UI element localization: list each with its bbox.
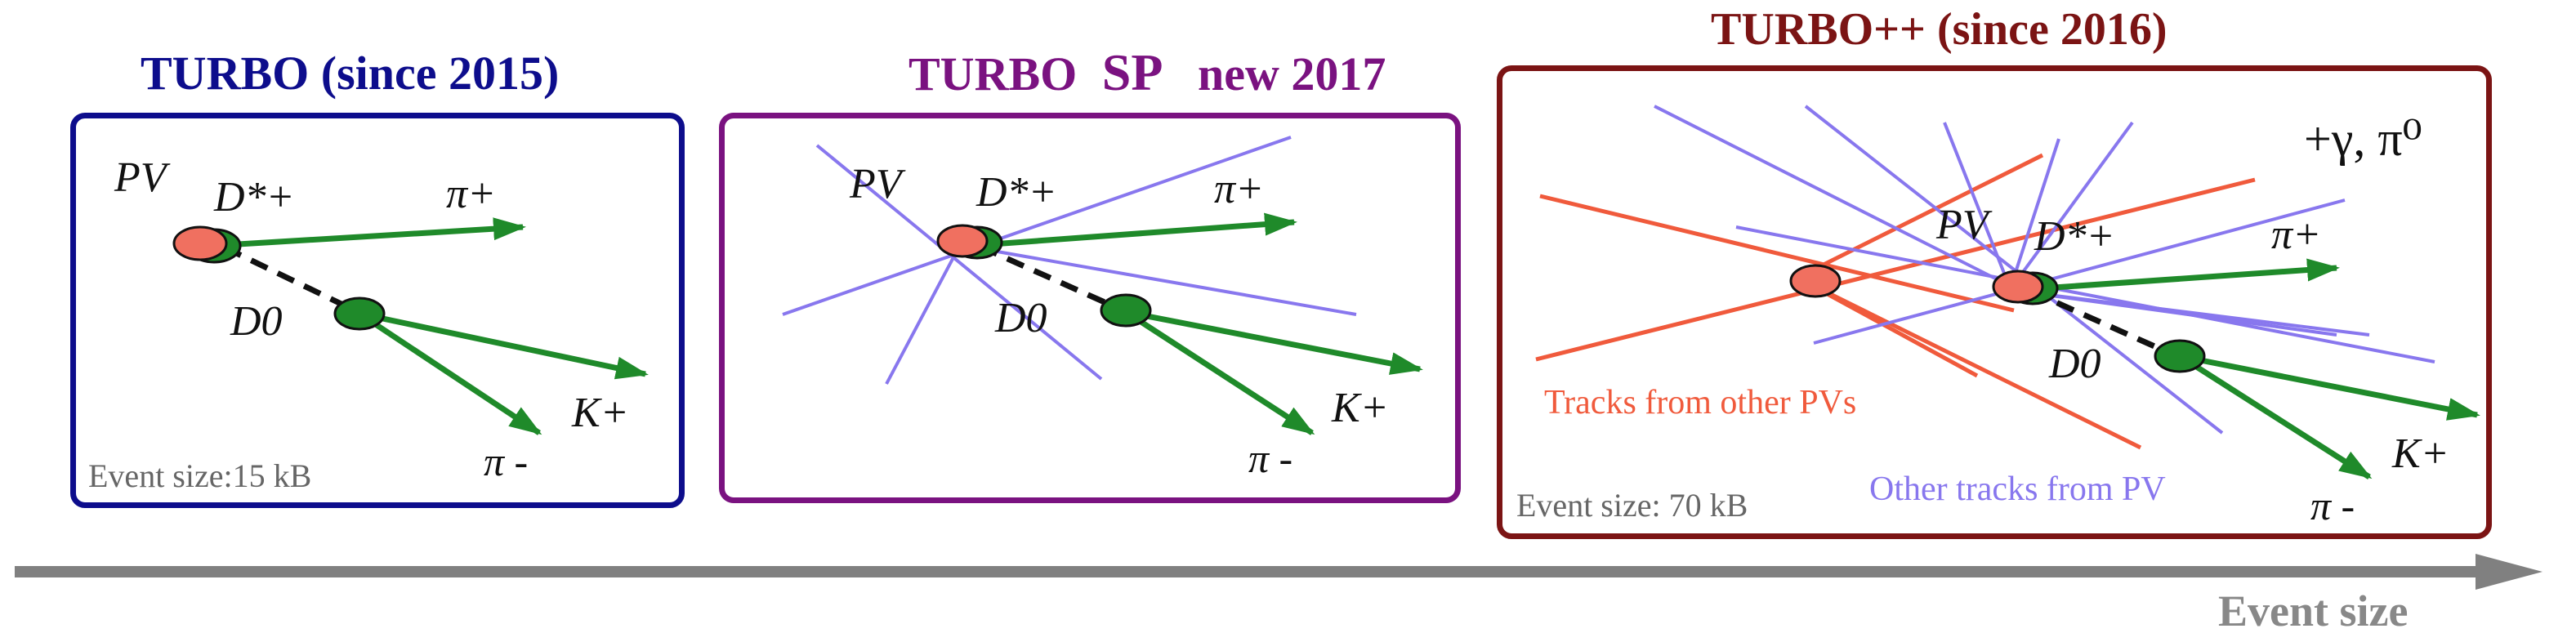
- turbo-pp-panel: [1497, 65, 2492, 539]
- pv-label: PV: [1935, 202, 1993, 248]
- piminus-label: π -: [1248, 435, 1292, 481]
- turbo-sp-title-b: SP: [1101, 43, 1163, 101]
- piminus-track: [1124, 310, 1315, 435]
- other-pv-track: [1539, 194, 2015, 313]
- piplus-label: π+: [1214, 166, 1264, 212]
- extra-particles-label: +γ, π⁰: [2304, 112, 2422, 166]
- pv-track: [1735, 225, 2435, 363]
- pv-track: [959, 243, 1357, 316]
- pv-label: PV: [114, 154, 171, 201]
- event-size-arrowhead: [2476, 554, 2543, 590]
- turbo-sp-panel: [719, 113, 1461, 503]
- pv-track: [1654, 105, 2019, 292]
- pv-track: [1804, 105, 2224, 435]
- pv-track: [1813, 198, 2346, 345]
- dstar-label: D*+: [213, 174, 295, 221]
- pv-track: [2008, 138, 2060, 291]
- other-pv-vertex: [1789, 264, 1842, 298]
- piplus-track: [224, 217, 526, 248]
- dstar-label: D*+: [975, 169, 1057, 216]
- piminus-track: [2178, 354, 2373, 479]
- pv-track: [1943, 122, 2011, 288]
- piminus-label: π -: [484, 439, 528, 484]
- piplus-label: π+: [2271, 212, 2321, 258]
- turbo-sp-decay: PV D*+ π+ D0 K+ π -: [782, 136, 1423, 481]
- pv-vertex: [936, 224, 989, 258]
- other-tracks-pv-label: Other tracks from PV: [1869, 470, 2166, 508]
- pv-label: PV: [849, 161, 906, 207]
- d0-label: D0: [2048, 341, 2101, 387]
- piminus-track: [358, 311, 542, 435]
- pv-track: [885, 244, 962, 385]
- piminus-label: π -: [2310, 483, 2355, 528]
- dstar-label: D*+: [2034, 213, 2115, 260]
- pv-track: [2009, 288, 2370, 337]
- dstar-to-d0-line: [979, 243, 1121, 312]
- turbo-sp-title-c: new 2017: [1197, 47, 1386, 100]
- event-size-axis: Event size: [15, 554, 2543, 635]
- turbo-sp-title-a: TURBO: [909, 47, 1078, 100]
- piplus-label: π+: [446, 171, 496, 217]
- d0-vertex: [1100, 293, 1152, 328]
- tracks-other-pvs-label: Tracks from other PVs: [1544, 384, 1856, 421]
- other-pv-track: [1796, 275, 2142, 450]
- pv-track: [815, 144, 1103, 381]
- kplus-track: [1125, 309, 1423, 375]
- kplus-label: K+: [1331, 385, 1389, 431]
- event-size-label: Event size: [2218, 586, 2408, 635]
- d0-label: D0: [230, 298, 283, 345]
- d0-label: D0: [994, 295, 1047, 341]
- turbo-pp-title: TURBO++ (since 2016): [1711, 4, 2168, 55]
- dstar-to-d0-line: [2029, 288, 2171, 356]
- dstar-to-d0-line: [223, 244, 353, 312]
- kplus-label: K+: [571, 390, 629, 436]
- other-pv-track: [1796, 153, 2044, 280]
- piplus-track: [980, 212, 1297, 248]
- turbo-panel: [70, 113, 685, 508]
- d0-vertex: [333, 296, 386, 331]
- pv-track: [2008, 121, 2134, 292]
- kplus-track: [2179, 353, 2480, 421]
- other-pv-track: [1535, 177, 2256, 362]
- turbo-sp-title: TURBO SP new 2017: [909, 42, 1386, 103]
- turbo-pp-decay: PV D*+ π+ D0 K+ π - +γ, π⁰ Tracks from o…: [1516, 105, 2480, 528]
- kplus-label: K+: [2391, 430, 2449, 477]
- turbo-decay: PV D*+ π+ D0 K+ π - Event size:15 kB: [88, 154, 649, 494]
- pv-track: [782, 136, 1292, 316]
- d0-vertex: [2154, 339, 2206, 373]
- turbo-event-size: Event size:15 kB: [88, 457, 311, 494]
- pv-vertex: [172, 225, 228, 261]
- turbo-title: TURBO (since 2015): [141, 47, 560, 100]
- pv-vertex: [1992, 270, 2044, 304]
- turbo-pp-event-size: Event size: 70 kB: [1516, 487, 1748, 524]
- kplus-track: [359, 310, 649, 380]
- piplus-track: [2029, 258, 2340, 292]
